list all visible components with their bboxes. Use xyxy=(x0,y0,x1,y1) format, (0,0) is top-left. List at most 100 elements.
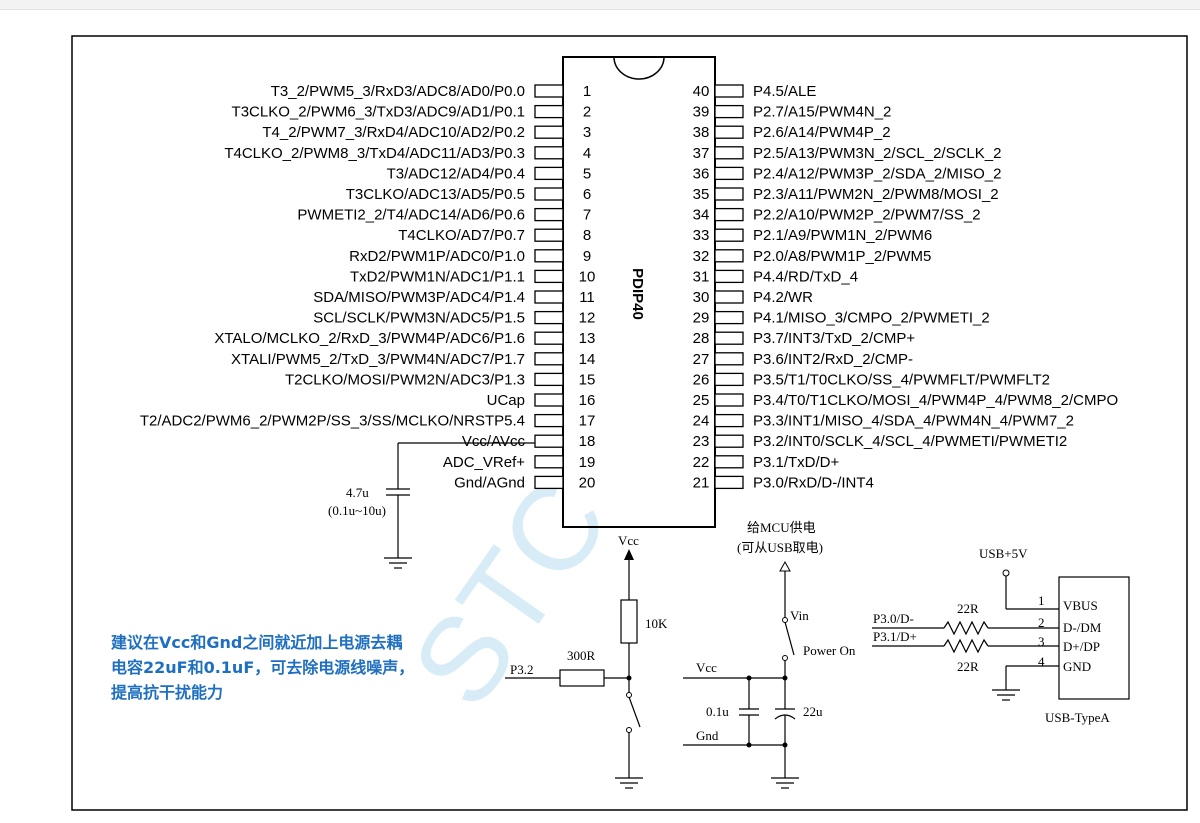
package-label: PDIP40 xyxy=(629,268,646,320)
advice-line3: 提高抗干扰能力 xyxy=(111,683,223,702)
pin-pad xyxy=(534,331,564,345)
pin-label: P3.5/T1/T0CLKO/SS_4/PWMFLT/PWMFLT2 xyxy=(753,371,1050,388)
usb-pin-1: 1 VBUS xyxy=(1038,593,1098,613)
pin-label: P2.1/A9/PWM1N_2/PWM6 xyxy=(753,227,932,244)
pin-pad xyxy=(714,166,744,181)
pin-number: 21 xyxy=(693,474,710,491)
power-note-line1: 给MCU供电 xyxy=(747,520,816,535)
pin-label: T4_2/PWM7_3/RxD4/ADC10/AD2/P0.2 xyxy=(262,124,525,141)
pin-pad xyxy=(534,393,564,407)
usb-pin-number: 1 xyxy=(1038,593,1045,608)
pin-label: XTALO/MCLKO_2/RxD_3/PWM4P/ADC6/P1.6 xyxy=(214,330,525,347)
usb-pin-name: D+/DP xyxy=(1063,639,1100,654)
usb-pin-number: 4 xyxy=(1038,654,1045,669)
pin-label: T3CLKO/ADC13/AD5/P0.5 xyxy=(346,186,525,203)
power-vcc-label: Vcc xyxy=(696,660,717,675)
usb-pin-name: D-/DM xyxy=(1063,620,1102,635)
pin-number: 19 xyxy=(579,454,596,471)
usb-dplus-net: P3.1/D+ xyxy=(873,629,917,644)
chip-pin-35: P2.3/A11/PWM2N_2/PWM8/MOSI_235 xyxy=(693,186,999,203)
pin-pad xyxy=(534,352,564,366)
pin-label: P4.2/WR xyxy=(753,289,813,306)
pin-label: XTALI/PWM5_2/TxD_3/PWM4N/ADC7/P1.7 xyxy=(231,351,525,368)
pin-number: 38 xyxy=(693,124,710,141)
pin-label: T3/ADC12/AD4/P0.4 xyxy=(387,165,525,182)
pin-pad xyxy=(714,269,744,284)
pin-pad xyxy=(714,413,744,428)
usb-pin-number: 2 xyxy=(1038,615,1045,630)
pin-number: 23 xyxy=(693,433,710,450)
chip-pin-34: P2.2/A10/PWM2P_2/PWM7/SS_234 xyxy=(693,207,981,224)
pin-label: T3CLKO_2/PWM6_3/TxD3/ADC9/AD1/P0.1 xyxy=(232,104,525,121)
chip-pin-6: T3CLKO/ADC13/AD5/P0.5 6 xyxy=(346,186,591,203)
pin-label: P3.0/RxD/D-/INT4 xyxy=(753,474,874,491)
reset-circuit: Vcc 10K 300R P3.2 xyxy=(505,533,668,789)
pin-label: UCap xyxy=(487,392,525,409)
watermark: STC xyxy=(387,456,634,729)
pin-pad xyxy=(534,207,564,222)
pin-pad xyxy=(534,228,564,242)
ucap-capacitor-circuit: 4.7u (0.1u~10u) xyxy=(328,442,535,569)
pin-pad xyxy=(534,434,564,448)
pin-pad xyxy=(534,310,564,325)
pin-label: Gnd/AGnd xyxy=(454,474,525,491)
pin-label: P2.5/A13/PWM3N_2/SCL_2/SCLK_2 xyxy=(753,145,1001,162)
pin-label: RxD2/PWM1P/ADC0/P1.0 xyxy=(349,248,525,265)
chip-pin-22: P3.1/TxD/D+22 xyxy=(693,454,840,471)
pin-pad xyxy=(534,166,564,181)
pin-label: P2.6/A14/PWM4P_2 xyxy=(753,124,891,141)
usb-pin-name: VBUS xyxy=(1063,598,1098,613)
pin-number: 18 xyxy=(579,433,596,450)
pin-pad xyxy=(714,352,744,366)
pin-number: 39 xyxy=(693,104,710,121)
pin-label: P3.1/TxD/D+ xyxy=(753,454,840,471)
pin-pad xyxy=(714,310,744,325)
pin-number: 26 xyxy=(693,371,710,388)
pin-pad xyxy=(534,146,564,160)
pin-number: 11 xyxy=(579,289,595,306)
pin-label: P3.3/INT1/MISO_4/SDA_4/PWM4N_4/PWM7_2 xyxy=(753,413,1074,430)
usb-supply-label: USB+5V xyxy=(979,546,1028,561)
pin-pad xyxy=(714,84,744,98)
pin-number: 33 xyxy=(693,227,710,244)
pin-number: 10 xyxy=(579,268,596,285)
pin-number: 35 xyxy=(693,186,710,203)
pin-pad xyxy=(714,290,744,304)
pullup-resistor-value: 10K xyxy=(645,616,668,631)
pin-number: 14 xyxy=(579,351,596,368)
pin-label: TxD2/PWM1N/ADC1/P1.1 xyxy=(350,268,525,285)
pin-number: 27 xyxy=(693,351,710,368)
pin-number: 34 xyxy=(693,207,710,224)
pin-pad xyxy=(714,187,744,201)
usb-resistor2-value: 22R xyxy=(957,659,979,674)
pin-label: P3.7/INT3/TxD_2/CMP+ xyxy=(753,330,915,347)
right-pin-group: P4.5/ALE40P2.7/A15/PWM4N_239P2.6/A14/PWM… xyxy=(693,83,1118,491)
pin-label: P4.5/ALE xyxy=(753,83,816,100)
chip-pin-28: P3.7/INT3/TxD_2/CMP+ 28 xyxy=(693,330,916,347)
pin-number: 28 xyxy=(693,330,710,347)
chip-pin-9: RxD2/PWM1P/ADC0/P1.0 9 xyxy=(349,248,591,265)
pin-label: P4.4/RD/TxD_4 xyxy=(753,268,858,285)
pin-label: P3.6/INT2/RxD_2/CMP- xyxy=(753,351,913,368)
pin-number: 8 xyxy=(583,227,591,244)
usb-connector-box xyxy=(1058,576,1130,700)
pin-number: 36 xyxy=(693,165,710,182)
pin-pad xyxy=(534,187,564,201)
pin-number: 9 xyxy=(583,248,591,265)
pin-number: 15 xyxy=(579,371,596,388)
pin-number: 6 xyxy=(583,186,591,203)
pin-label: T2CLKO/MOSI/PWM2N/ADC3/P1.3 xyxy=(285,371,525,388)
pin-number: 13 xyxy=(579,330,596,347)
pin-number: 37 xyxy=(693,145,710,162)
chip-pin-39: P2.7/A15/PWM4N_239 xyxy=(693,104,892,121)
chip-pin-13: XTALO/MCLKO_2/RxD_3/PWM4P/ADC6/P1.6 13 xyxy=(214,330,595,347)
pin-pad xyxy=(714,125,744,139)
chip-pin-25: P3.4/T0/T1CLKO/MOSI_4/PWM4P_4/PWM8_2/CMP… xyxy=(693,392,1118,409)
